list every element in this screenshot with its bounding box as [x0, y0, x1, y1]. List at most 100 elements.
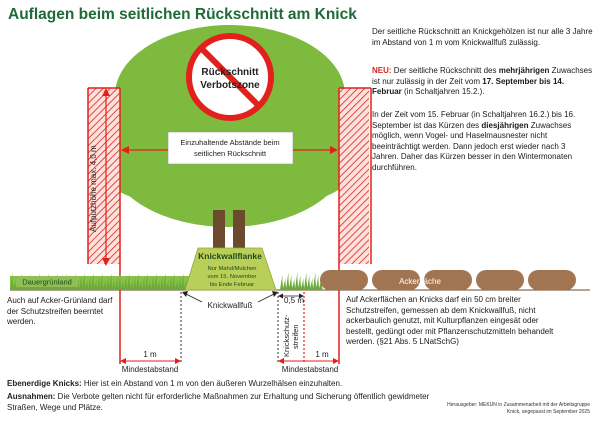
neu-highlight: mehrjährigen [498, 66, 550, 75]
grass-blade [151, 276, 155, 290]
grass-blade [175, 279, 179, 290]
grass-blade [133, 276, 137, 290]
grass-blade [88, 276, 92, 290]
period-text-1: In der Zeit vom 15. Februar (in Schaltja… [372, 110, 576, 130]
grass-blade [295, 272, 299, 290]
neu-text-1: Der seitliche Rückschnitt des [391, 66, 499, 75]
grass-blade [283, 278, 287, 290]
grass-blade [310, 278, 314, 290]
grass-blade [142, 276, 146, 290]
knickwallfuss-arrows [182, 291, 278, 303]
knickwallflanke-label: Knickwallflanke [198, 251, 262, 261]
mindestabstand-right: Mindestabstand [282, 365, 338, 374]
ebenerdig-text: Hier ist ein Abstand von 1 m von den äuß… [81, 379, 343, 388]
distance-frame [87, 87, 372, 364]
grass-blade [118, 273, 122, 290]
distance-box-line-2: seitlichen Rückschnitt [194, 149, 267, 158]
distance-arrows [121, 146, 338, 154]
one-meter-left-label: 1 m [143, 350, 157, 359]
trunk-left [213, 210, 225, 252]
half-meter-label: 0,5 m [284, 296, 304, 305]
grass-blade [124, 276, 128, 290]
grass-blade [181, 273, 185, 290]
grass-blade [109, 273, 113, 290]
dauergruenland-label: Dauergrünland [22, 278, 72, 287]
grass-blade [139, 279, 143, 290]
mowing-note-line-2: vom 15. November [208, 274, 257, 280]
ausnahmen-text: Die Verbote gelten nicht für erforderlic… [7, 392, 430, 412]
knickwallfuss-label: Knickwallfuß [208, 301, 253, 310]
right-note: Auf Ackerflächen an Knicks darf ein 50 c… [346, 295, 554, 346]
grass-blade [85, 279, 89, 290]
trunk-right [233, 210, 245, 252]
ackerflaeche-label: Ackerfläche [399, 277, 441, 286]
grass-blade [157, 279, 161, 290]
grass-blade [136, 273, 140, 290]
grass-blade [103, 279, 107, 290]
grass-blade [145, 273, 149, 290]
grass-blade [286, 272, 290, 290]
height-label: Aufputzhöhe max. 4,0 m [89, 145, 98, 232]
grass-blade [316, 275, 320, 290]
period-text-2: Zuwachses möglich, wenn Vogel- und Hasel… [372, 120, 573, 172]
grass-blade [298, 275, 302, 290]
grass-blade [97, 276, 101, 290]
acker-mounds [320, 270, 576, 290]
grass-blade [280, 275, 284, 290]
grass-blade [163, 273, 167, 290]
grass-blade [292, 278, 296, 290]
grass-blade [313, 272, 317, 290]
grass-blade [289, 275, 293, 290]
grass-blade [91, 273, 95, 290]
grass-blade [172, 273, 176, 290]
neu-dates: 17. September bis 14. Februar [372, 76, 565, 97]
left-note: Auch auf Acker-Grünland darf der Schutzs… [7, 296, 113, 326]
mowing-note-line-3: bis Ende Februar [210, 282, 255, 288]
prohibition-sign-icon [186, 33, 274, 121]
grass-blade [148, 279, 152, 290]
neu-text: NEU: Der seitliche Rückschnitt des mehrj… [372, 66, 594, 98]
knickwall [184, 247, 277, 291]
schutzstreifen-label-line-2: streifen [291, 324, 300, 349]
footer-ebenerdig: Ebenerdige Knicks: Hier ist ein Abstand … [7, 379, 467, 390]
ebenerdig-label: Ebenerdige Knicks: [7, 379, 82, 388]
footer-ausnahmen: Ausnahmen: Die Verbote gelten nicht für … [7, 392, 437, 413]
grass-blade [121, 279, 125, 290]
grass-blade [115, 276, 119, 290]
ausnahmen-label: Ausnahmen: [7, 392, 56, 401]
intro-paragraph: Der seitliche Rückschnitt an Knickgehölz… [372, 27, 593, 47]
grass-blade [169, 276, 173, 290]
distance-box [167, 131, 294, 165]
grass-blade [166, 279, 170, 290]
grass-blade [154, 273, 158, 290]
dauergruenland-label-bg [16, 276, 78, 287]
grass-blade [13, 279, 17, 290]
mowing-note-line-1: Nur Mahd/Mulchen [208, 266, 257, 272]
prohibited-zone-right [339, 88, 369, 264]
grass-blade [82, 273, 86, 290]
one-meter-right-label: 1 m [315, 350, 329, 359]
grass-blade [100, 273, 104, 290]
one-meter-dimension-left [120, 358, 181, 364]
neu-text-3: (in Schaltjahren 15.2.). [401, 87, 485, 96]
height-arrow [102, 88, 110, 266]
sign-text-line-1: Rückschnitt [201, 67, 259, 78]
grass-blade [106, 276, 110, 290]
period-text: In der Zeit vom 15. Februar (in Schaltja… [372, 110, 594, 173]
neu-label: NEU: [372, 66, 392, 75]
page-title: Auflagen beim seitlichen Rückschnitt am … [8, 6, 357, 23]
knickwallfuss-lines [180, 292, 279, 364]
half-meter-dimension [278, 293, 304, 299]
grass-blade [301, 278, 305, 290]
grass-blade [160, 276, 164, 290]
grass-blade [79, 276, 83, 290]
grass-blade [94, 279, 98, 290]
publisher-note: Herausgeber: MEKUN in Zusammenarbeit mit… [447, 402, 590, 415]
mindestabstand-left: Mindestabstand [122, 365, 178, 374]
prohibited-zone-left [88, 88, 120, 264]
grass-blade [112, 279, 116, 290]
grass-blade [10, 273, 14, 290]
one-meter-dimension-right [278, 358, 339, 364]
intro-text: Der seitliche Rückschnitt an Knickgehölz… [372, 27, 594, 48]
grass-blade [307, 275, 311, 290]
